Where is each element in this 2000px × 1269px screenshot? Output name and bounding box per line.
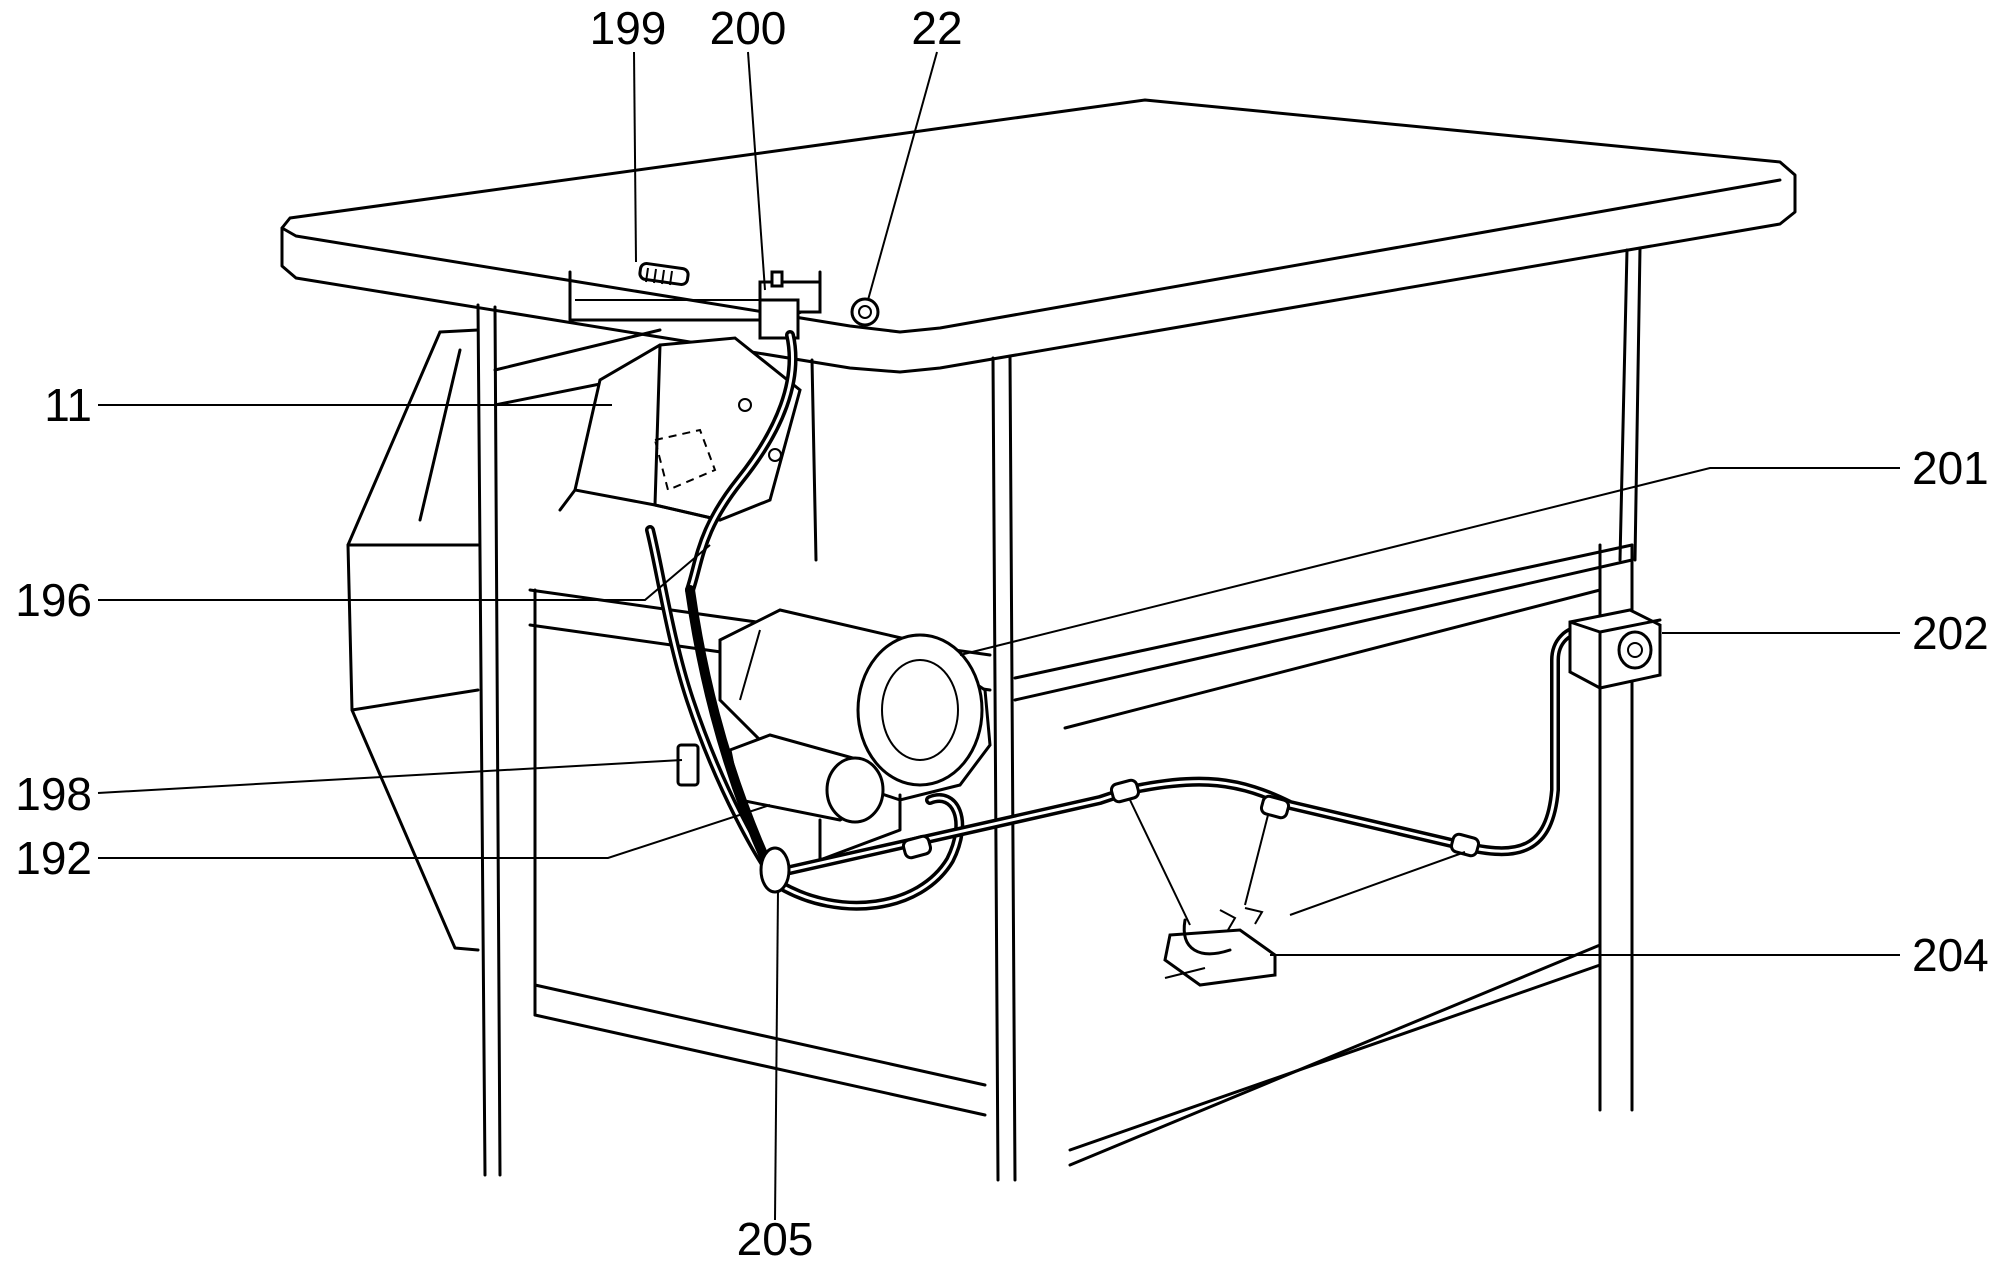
cable-clips <box>901 778 1481 860</box>
part-200-limit-switch <box>758 270 822 340</box>
callout-199: 199 <box>590 2 667 54</box>
part-205-grommet <box>759 846 791 894</box>
part-22-nut <box>850 297 880 327</box>
callout-labels: 199 200 22 11 196 198 192 205 201 202 20… <box>15 2 1989 1265</box>
callout-202: 202 <box>1912 607 1989 659</box>
part-11-control-box <box>558 336 802 522</box>
leader-lines <box>97 51 1900 1221</box>
part-198-holder <box>676 743 700 787</box>
part-204-clip <box>1163 907 1277 987</box>
callout-196: 196 <box>15 574 92 626</box>
callout-205: 205 <box>737 1213 814 1265</box>
callout-22: 22 <box>911 2 962 54</box>
callout-198: 198 <box>15 768 92 820</box>
part-192-pump <box>728 733 902 862</box>
table-frame <box>476 246 1642 1182</box>
callout-204: 204 <box>1912 929 1989 981</box>
part-202-switch-box <box>1568 608 1662 690</box>
table-top <box>280 98 1797 374</box>
callout-201: 201 <box>1912 442 1989 494</box>
cable-routing <box>645 330 1585 911</box>
part-199-bolt <box>638 262 690 286</box>
callout-192: 192 <box>15 832 92 884</box>
callout-11: 11 <box>44 379 92 431</box>
callout-200: 200 <box>710 2 787 54</box>
